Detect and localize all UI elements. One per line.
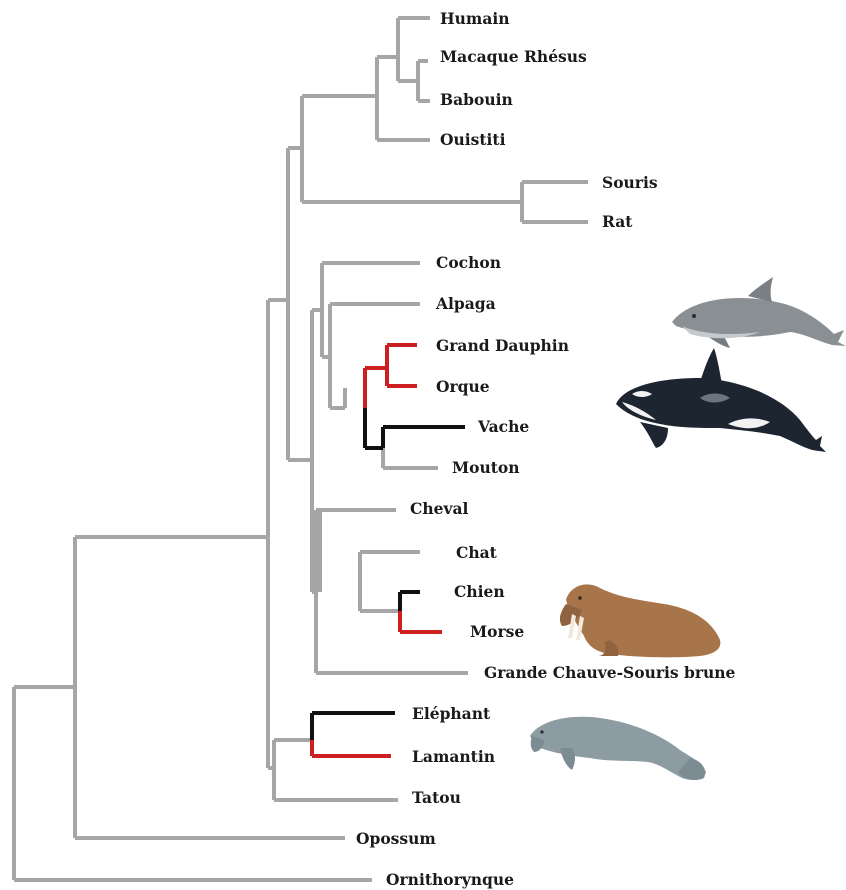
label-elephant: Eléphant [412, 704, 491, 723]
label-ornithorynque: Ornithorynque [386, 870, 514, 889]
label-humain: Humain [440, 9, 510, 28]
label-opossum: Opossum [356, 829, 436, 848]
label-tatou: Tatou [412, 788, 461, 807]
label-morse: Morse [470, 622, 524, 641]
label-lamantin: Lamantin [412, 747, 495, 766]
label-mouton: Mouton [452, 458, 520, 477]
label-vache: Vache [477, 417, 529, 436]
label-chauve-souris: Grande Chauve-Souris brune [484, 663, 736, 682]
label-cheval: Cheval [410, 499, 469, 518]
label-macaque: Macaque Rhésus [440, 47, 587, 66]
label-ouistiti: Ouistiti [440, 130, 506, 149]
label-souris: Souris [602, 173, 658, 192]
dolphin-illustration [672, 277, 846, 348]
label-orque: Orque [436, 377, 490, 396]
label-chat: Chat [456, 543, 498, 562]
label-babouin: Babouin [440, 90, 513, 109]
label-rat: Rat [602, 212, 633, 231]
manatee-illustration [530, 717, 706, 780]
label-chien: Chien [454, 582, 505, 601]
orca-illustration [616, 348, 826, 452]
label-grand-dauphin: Grand Dauphin [436, 336, 569, 355]
label-alpaga: Alpaga [435, 294, 496, 313]
label-cochon: Cochon [436, 253, 501, 272]
walrus-illustration [560, 584, 720, 657]
